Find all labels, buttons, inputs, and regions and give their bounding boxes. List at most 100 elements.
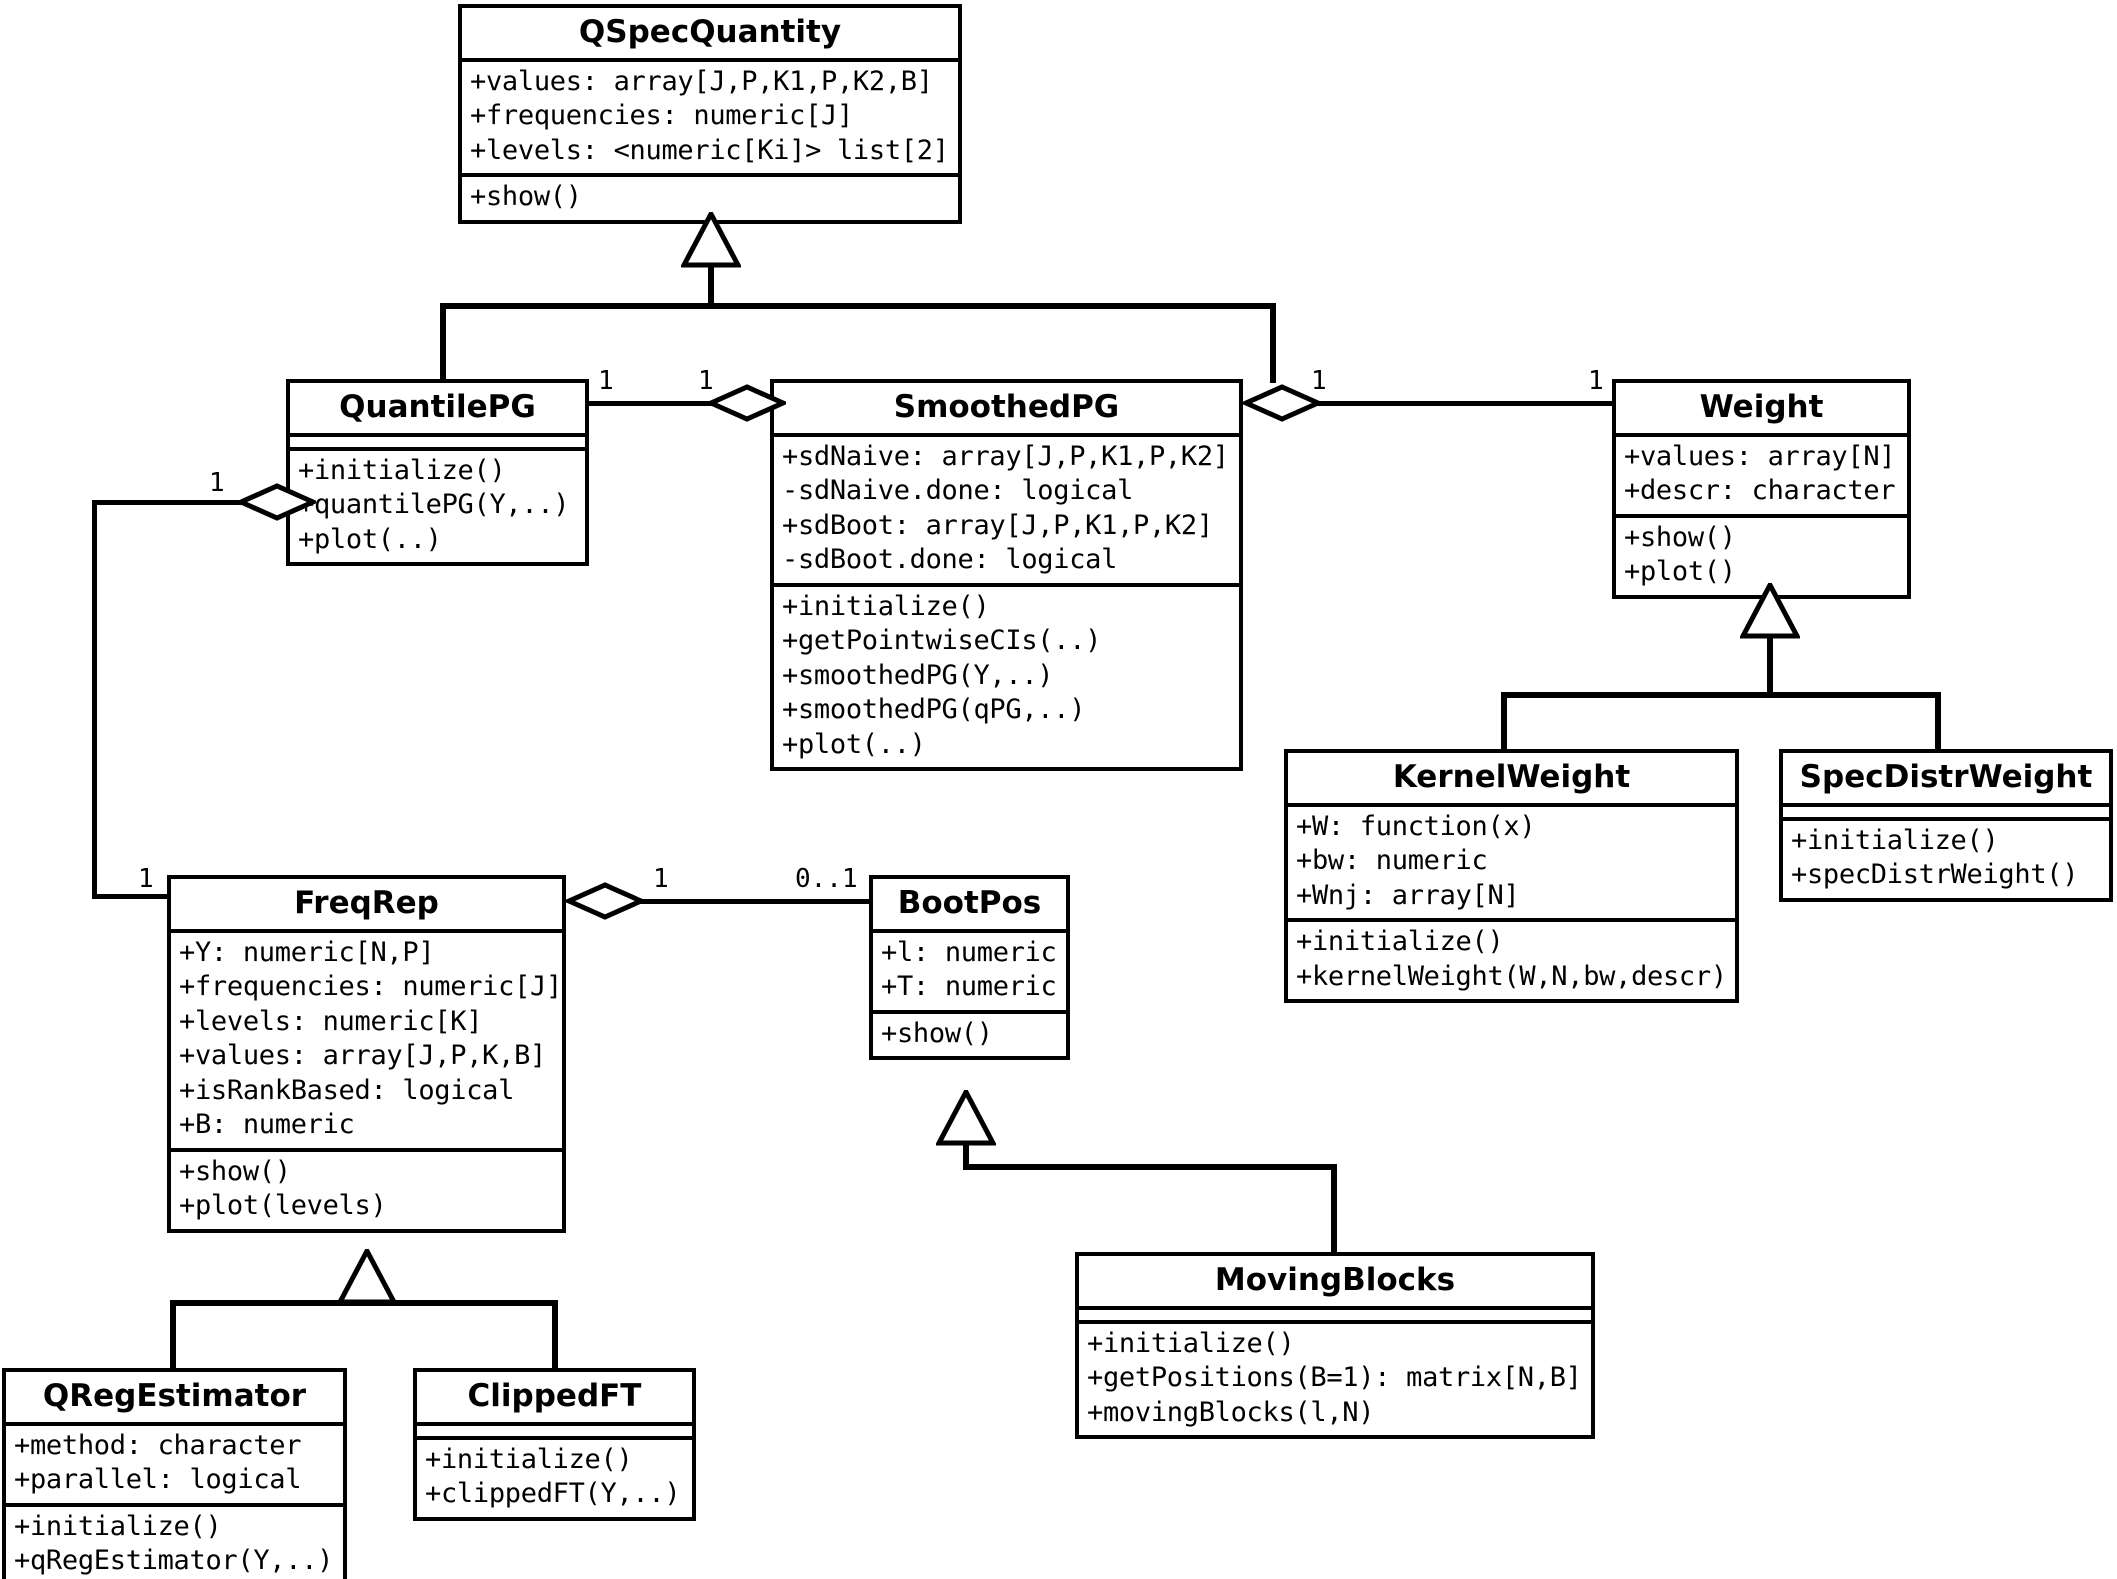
- class-method: +plot(..): [298, 523, 442, 555]
- class-separator: [1288, 802, 1735, 807]
- class-separator: [171, 1147, 562, 1152]
- multiplicity-smoothedpg-left: 1: [698, 366, 714, 396]
- class-attribute: +isRankBased: logical: [179, 1074, 515, 1106]
- class-method: +clippedFT(Y,..): [425, 1478, 681, 1510]
- class-separator: [774, 582, 1239, 587]
- class-attributes-quantilepg: [290, 437, 585, 447]
- class-attributes-qspecquantity: +values: array[J,P,K1,P,K2,B] +frequenci…: [462, 62, 958, 174]
- generalization-riser-kernelweight: [1501, 692, 1507, 749]
- class-attribute: +method: character: [14, 1429, 302, 1461]
- class-method: +kernelWeight(W,N,bw,descr): [1296, 960, 1727, 992]
- class-method: +movingBlocks(l,N): [1087, 1396, 1375, 1428]
- generalization-arrowhead-qspecquantity: [681, 212, 741, 268]
- aggregation-line-quantilepg-smoothedpg: [585, 401, 773, 406]
- class-separator: [290, 446, 585, 451]
- class-method: +quantilePG(Y,..): [298, 489, 570, 521]
- class-attribute: +Wnj: array[N]: [1296, 879, 1520, 911]
- class-title-clippedft: ClippedFT: [467, 1378, 642, 1414]
- class-separator: [462, 173, 958, 178]
- class-attribute: +sdBoot: array[J,P,K1,P,K2]: [782, 509, 1213, 541]
- class-attributes-qregestimator: +method: character +parallel: logical: [6, 1426, 343, 1503]
- class-title-qspecquantity: QSpecQuantity: [578, 14, 842, 50]
- multiplicity-freqrep-left: 1: [138, 864, 154, 894]
- class-attribute: -sdNaive.done: logical: [782, 475, 1134, 507]
- class-method: +smoothedPG(Y,..): [782, 659, 1054, 691]
- class-box-qspecquantity[interactable]: QSpecQuantity +values: array[J,P,K1,P,K2…: [458, 4, 962, 224]
- class-title-kernelweight: KernelWeight: [1392, 759, 1631, 795]
- class-attribute: +frequencies: numeric[J]: [470, 100, 853, 132]
- generalization-bar-qspecquantity: [440, 303, 1276, 309]
- class-box-freqrep[interactable]: FreqRep +Y: numeric[N,P] +frequencies: n…: [167, 875, 566, 1233]
- class-methods-movingblocks: +initialize() +getPositions(B=1): matrix…: [1079, 1324, 1591, 1436]
- aggregation-line-freqrep-bootpos: [604, 899, 873, 904]
- class-title-specdistrweight: SpecDistrWeight: [1799, 759, 2093, 795]
- multiplicity-bootpos-left: 0..1: [795, 864, 858, 894]
- class-attributes-specdistrweight: [1783, 807, 2109, 817]
- class-method: +specDistrWeight(): [1791, 859, 2079, 891]
- class-methods-bootpos: +show(): [873, 1014, 1066, 1057]
- class-title-smoothedpg: SmoothedPG: [893, 389, 1120, 425]
- class-separator: [873, 928, 1066, 933]
- class-method: +getPositions(B=1): matrix[N,B]: [1087, 1362, 1582, 1394]
- class-attribute: +T: numeric: [881, 971, 1057, 1003]
- generalization-arrowhead-weight: [1740, 583, 1800, 639]
- class-box-clippedft[interactable]: ClippedFT +initialize() +clippedFT(Y,..): [413, 1368, 696, 1521]
- class-methods-weight: +show() +plot(): [1616, 518, 1907, 595]
- class-attributes-smoothedpg: +sdNaive: array[J,P,K1,P,K2] -sdNaive.do…: [774, 437, 1239, 583]
- class-title-bootpos: BootPos: [897, 885, 1042, 921]
- aggregation-line-quantilepg-freqrep-top: [92, 500, 272, 505]
- generalization-arrowhead-bootpos: [936, 1090, 996, 1146]
- class-title-qregestimator: QRegEstimator: [42, 1378, 307, 1414]
- class-separator: [1616, 513, 1907, 518]
- generalization-riser-movingblocks: [1331, 1164, 1337, 1252]
- class-method: +initialize(): [298, 454, 506, 486]
- class-methods-qspecquantity: +show(): [462, 177, 958, 220]
- class-method: +initialize(): [14, 1510, 222, 1542]
- aggregation-line-smoothedpg-weight: [1290, 401, 1615, 406]
- class-attribute: +descr: character: [1624, 475, 1896, 507]
- class-attributes-movingblocks: [1079, 1310, 1591, 1320]
- class-methods-kernelweight: +initialize() +kernelWeight(W,N,bw,descr…: [1288, 922, 1735, 999]
- class-method: +plot(..): [782, 728, 926, 760]
- class-separator: [6, 1421, 343, 1426]
- class-box-bootpos[interactable]: BootPos +l: numeric +T: numeric +show(): [869, 875, 1070, 1061]
- class-attribute: +levels: numeric[K]: [179, 1005, 483, 1037]
- aggregation-diamond-smoothedpg-weight: [1243, 383, 1321, 423]
- class-separator: [417, 1421, 692, 1426]
- class-separator: [1616, 432, 1907, 437]
- class-attributes-weight: +values: array[N] +descr: character: [1616, 437, 1907, 514]
- class-method: +initialize(): [1087, 1327, 1295, 1359]
- class-method: +smoothedPG(qPG,..): [782, 694, 1086, 726]
- class-method: +show(): [179, 1155, 291, 1187]
- class-attributes-kernelweight: +W: function(x) +bw: numeric +Wnj: array…: [1288, 807, 1735, 919]
- class-box-kernelweight[interactable]: KernelWeight +W: function(x) +bw: numeri…: [1284, 749, 1739, 1004]
- class-box-quantilepg[interactable]: QuantilePG +initialize() +quantilePG(Y,.…: [286, 379, 589, 567]
- multiplicity-smoothedpg-right: 1: [1311, 366, 1327, 396]
- class-box-movingblocks[interactable]: MovingBlocks +initialize() +getPositions…: [1075, 1252, 1595, 1440]
- class-attribute: +bw: numeric: [1296, 845, 1488, 877]
- class-methods-smoothedpg: +initialize() +getPointwiseCIs(..) +smoo…: [774, 587, 1239, 768]
- aggregation-diamond-freqrep-bootpos: [566, 881, 644, 921]
- aggregation-line-quantilepg-freqrep-bottom: [92, 894, 172, 899]
- class-attribute: +values: array[J,P,K,B]: [179, 1040, 546, 1072]
- class-attribute: +values: array[N]: [1624, 440, 1896, 472]
- class-attribute: +parallel: logical: [14, 1464, 302, 1496]
- class-separator: [290, 432, 585, 437]
- class-method: +initialize(): [782, 590, 990, 622]
- class-attributes-bootpos: +l: numeric +T: numeric: [873, 933, 1066, 1010]
- aggregation-line-quantilepg-freqrep-vertical: [92, 500, 97, 899]
- class-box-smoothedpg[interactable]: SmoothedPG +sdNaive: array[J,P,K1,P,K2] …: [770, 379, 1243, 772]
- multiplicity-quantilepg-left: 1: [209, 468, 225, 498]
- class-method: +qRegEstimator(Y,..): [14, 1545, 334, 1577]
- class-method: +getPointwiseCIs(..): [782, 625, 1102, 657]
- class-separator: [6, 1502, 343, 1507]
- class-box-qregestimator[interactable]: QRegEstimator +method: character +parall…: [2, 1368, 347, 1579]
- class-method: +show(): [1624, 521, 1736, 553]
- generalization-bar-weight: [1501, 692, 1941, 698]
- class-separator: [1079, 1305, 1591, 1310]
- class-separator: [1288, 918, 1735, 923]
- class-box-specdistrweight[interactable]: SpecDistrWeight +initialize() +specDistr…: [1779, 749, 2113, 902]
- class-methods-qregestimator: +initialize() +qRegEstimator(Y,..): [6, 1507, 343, 1579]
- class-box-weight[interactable]: Weight +values: array[N] +descr: charact…: [1612, 379, 1911, 599]
